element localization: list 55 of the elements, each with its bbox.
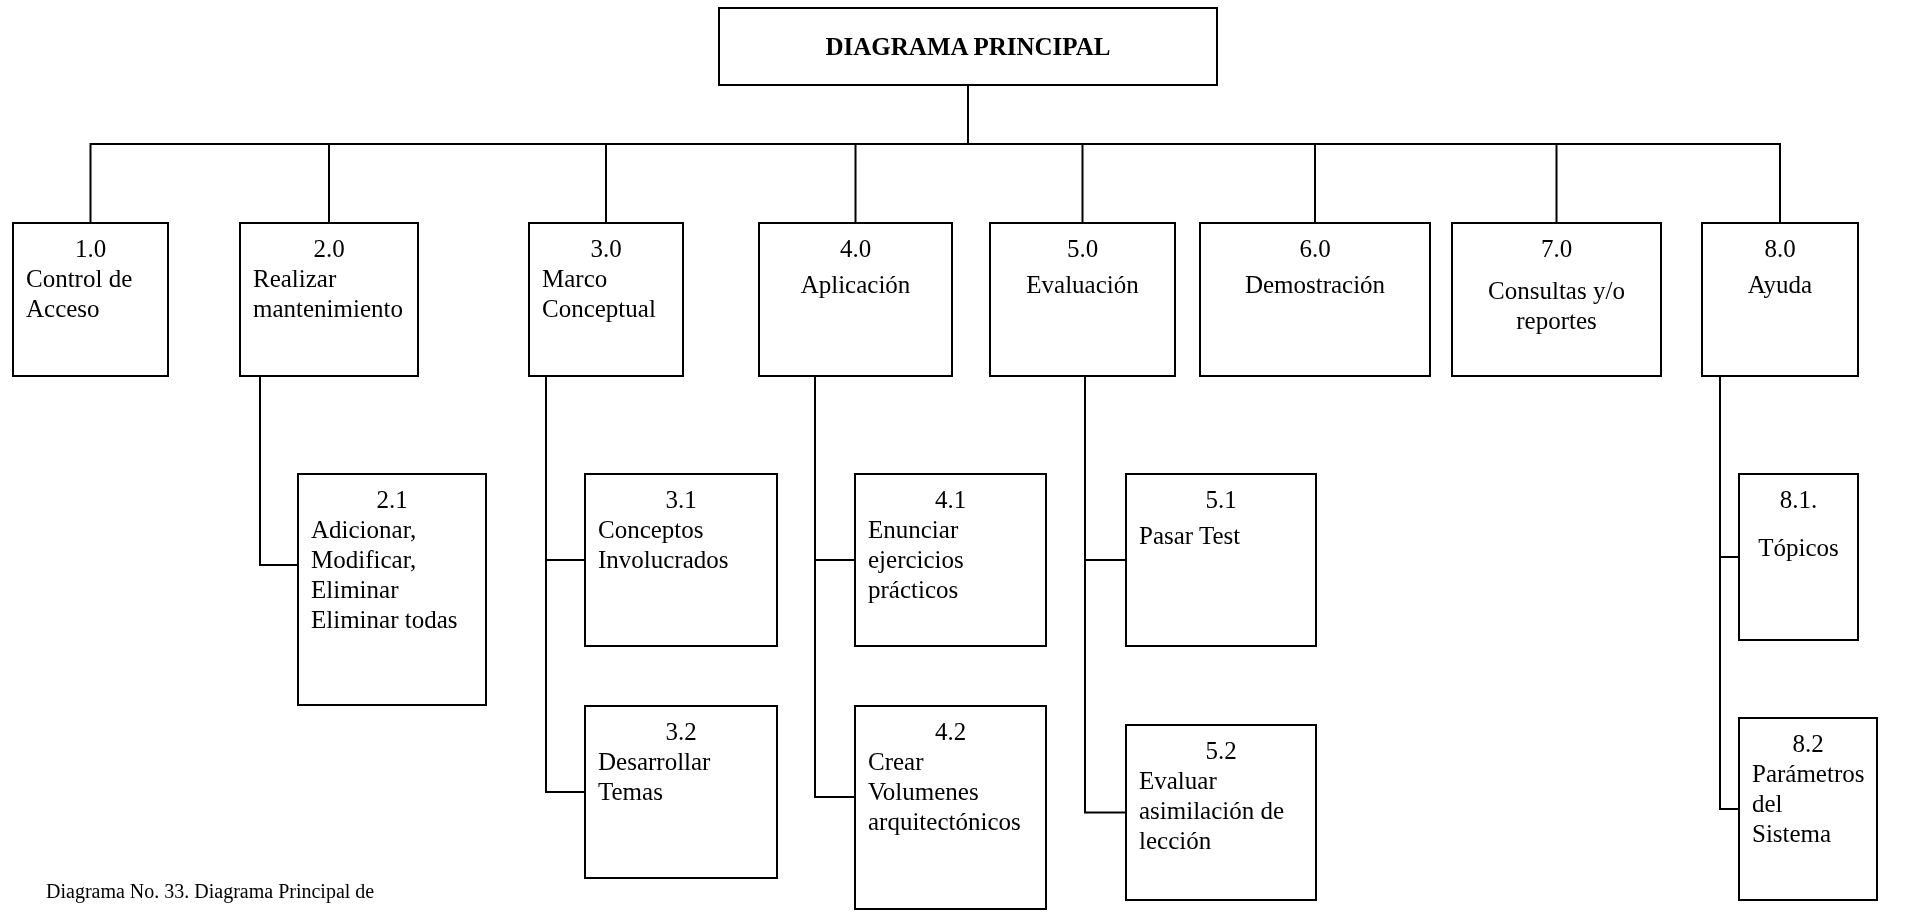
item-number: 8.0 [1763,234,1797,264]
item-number: 5.2 [1204,736,1238,766]
item-number: 2.0 [312,234,346,264]
process-box [758,222,953,377]
item-number: 3.0 [589,234,623,264]
process-box [528,222,684,377]
process-box [239,222,419,377]
item-label: Adicionar, Modificar, Eliminar Eliminar todas [311,515,459,635]
process-box [584,705,778,879]
item-number: 5.1 [1204,485,1238,515]
process-box [1701,222,1859,377]
item-label: Evaluación [1025,270,1140,300]
item-label: Conceptos Involucrados [598,515,730,575]
item-number: 8.2 [1791,729,1825,759]
box-heading: DIAGRAMA PRINCIPAL [825,32,1111,61]
title-box [718,7,1218,86]
connector-line [259,376,298,566]
process-box [1125,473,1317,647]
process-box [1199,222,1431,377]
item-number: 4.1 [933,485,968,515]
process-box [1738,717,1878,901]
item-label: Realizar mantenimiento [253,264,404,324]
item-label: Ayuda [1746,270,1814,300]
item-number: 3.2 [664,717,698,747]
item-number: 4.2 [933,717,968,747]
item-number: 1.0 [73,234,108,264]
item-label: Tópicos [1757,533,1840,563]
item-label: Enunciar ejercicios prácticos [868,515,965,605]
item-label: Marco Conceptual [542,264,657,324]
item-number: 3.1 [664,485,698,515]
item-label: Demostración [1243,270,1387,300]
process-box [1738,473,1859,641]
item-label: Parámetros del Sistema [1752,759,1864,849]
process-box [1125,724,1317,901]
process-box [297,473,487,706]
process-box [854,705,1047,910]
item-label: Pasar Test [1139,521,1242,551]
item-number: 8.1. [1778,485,1819,515]
caption: Diagrama No. 33. Diagrama Principal de [46,880,375,903]
item-label: Crear Volumenes arquitectónicos [868,747,1022,837]
item-label: Desarrollar Temas [598,747,712,807]
item-label: Consultas y/o reportes [1487,276,1626,336]
process-box [1451,222,1662,377]
item-number: 7.0 [1539,234,1574,264]
item-label: Control de Acceso [26,264,134,324]
item-label: Evaluar asimilación de lección [1139,766,1286,856]
item-number: 2.1 [375,485,409,515]
process-box [854,473,1047,647]
process-box [12,222,169,377]
process-box [989,222,1176,377]
item-number: 5.0 [1065,234,1100,264]
item-label: Aplicación [799,270,912,300]
item-number: 4.0 [838,234,873,264]
process-box [584,473,778,647]
item-number: 6.0 [1298,234,1332,264]
